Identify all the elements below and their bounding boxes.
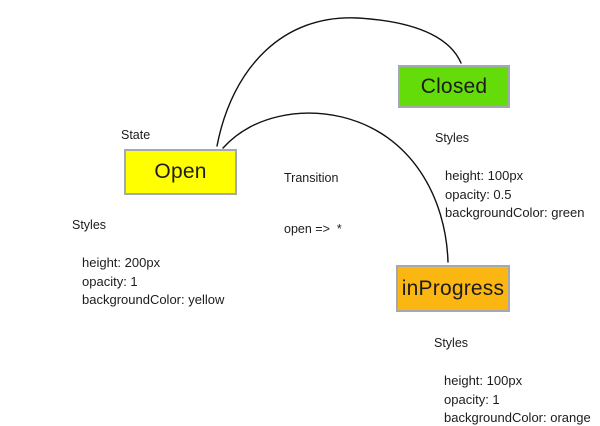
styles-lines-closed: height: 100px opacity: 0.5 backgroundCol… — [435, 167, 584, 223]
styles-title-inprogress: Styles — [434, 336, 469, 350]
style-line: backgroundColor: yellow — [82, 292, 225, 307]
transition-label-line1: Transition — [284, 171, 339, 185]
state-node-closed: Closed — [398, 65, 510, 108]
state-node-open-label: Open — [154, 160, 207, 183]
styles-lines-open: height: 200px opacity: 1 backgroundColor… — [72, 254, 224, 310]
styles-lines-inprogress: height: 100px opacity: 1 backgroundColor… — [434, 372, 591, 426]
style-line: opacity: 0.5 — [445, 186, 512, 202]
style-line: height: 100px — [445, 168, 524, 183]
styles-title-open: Styles — [72, 218, 107, 232]
state-node-inprogress-label: inProgress — [401, 276, 505, 300]
style-line: opacity: 1 — [444, 391, 500, 407]
state-caption-label: State — [121, 128, 151, 142]
style-line: height: 200px — [82, 255, 161, 270]
style-line: opacity: 1 — [82, 273, 138, 289]
styles-title-closed: Styles — [435, 131, 470, 145]
state-node-inprogress: inProgress — [396, 265, 510, 312]
style-line: backgroundColor: orange — [444, 410, 591, 425]
style-line: backgroundColor: green — [445, 205, 585, 220]
transition-label-line2: open => * — [284, 222, 342, 236]
styles-block-closed: Styles height: 100px opacity: 0.5 backgr… — [435, 131, 584, 223]
style-line: height: 100px — [444, 373, 523, 388]
state-node-closed-label: Closed — [420, 74, 488, 98]
state-node-open: Open — [124, 149, 237, 195]
styles-block-open: Styles height: 200px opacity: 1 backgrou… — [72, 218, 224, 310]
styles-block-inprogress: Styles height: 100px opacity: 1 backgrou… — [434, 336, 591, 426]
transition-label: Transition open => * — [284, 136, 342, 272]
